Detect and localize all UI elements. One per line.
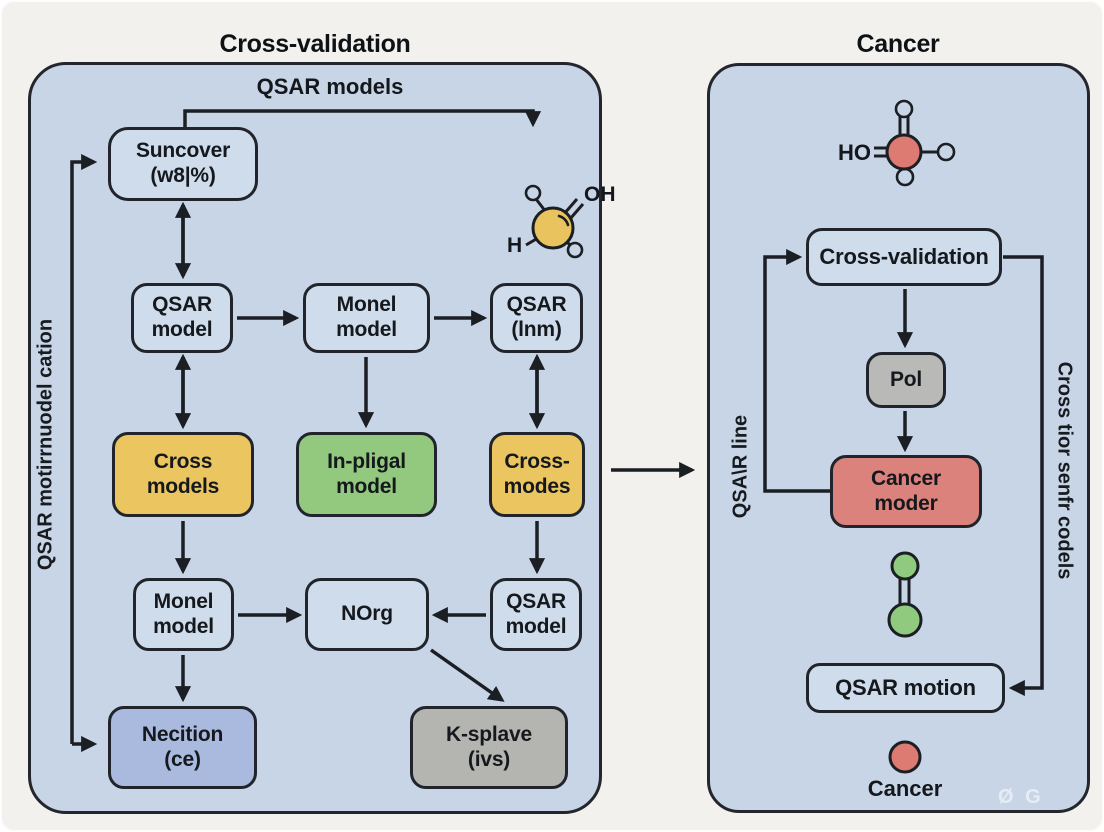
box-in-pligal-model: In-pligal model bbox=[296, 432, 437, 517]
box-label: Necition bbox=[141, 722, 224, 746]
box-label: QSAR bbox=[506, 589, 566, 613]
box-qsar-motion: QSAR motion bbox=[806, 663, 1005, 713]
box-monel-model-2: Monel model bbox=[133, 578, 234, 651]
right-panel-title: Cancer bbox=[856, 30, 940, 58]
box-pol: Pol bbox=[866, 352, 946, 408]
box-label: (ce) bbox=[164, 747, 201, 771]
watermark-logo: Ø G bbox=[998, 786, 1044, 808]
box-cross-modes: Cross- modes bbox=[489, 432, 585, 517]
box-necition: Necition (ce) bbox=[108, 706, 257, 789]
left-panel-title: Cross-validation bbox=[219, 30, 411, 58]
box-label: (w8|%) bbox=[150, 164, 216, 187]
box-label: modes bbox=[503, 474, 571, 498]
box-label: Cross- bbox=[504, 449, 570, 473]
box-label: models bbox=[146, 474, 220, 498]
box-label: model bbox=[336, 318, 397, 341]
qsar-models-label: QSAR models bbox=[256, 74, 404, 99]
left-rotated-label: QSAR motirrnuodel cation bbox=[34, 318, 57, 571]
box-label: NOrg bbox=[341, 602, 393, 626]
box-cross-validation: Cross-validation bbox=[806, 228, 1002, 286]
box-label: model bbox=[151, 318, 213, 341]
box-label: (lnm) bbox=[511, 318, 562, 341]
box-label: K-splave bbox=[446, 722, 532, 746]
box-label: model bbox=[336, 474, 397, 498]
box-label: moder bbox=[874, 491, 938, 515]
box-label: Suncover bbox=[135, 139, 231, 163]
right-rotated-label: Cross tior senfr codels bbox=[1053, 361, 1076, 580]
box-label: (ivs) bbox=[467, 747, 511, 771]
box-suncover: Suncover (w8|%) bbox=[108, 127, 258, 201]
box-label: Monel bbox=[153, 589, 214, 613]
box-label: model bbox=[153, 614, 214, 638]
box-label: QSAR bbox=[506, 293, 567, 317]
box-label: In-pligal bbox=[327, 449, 406, 473]
box-label: model bbox=[505, 614, 567, 638]
box-qsar-model-2: QSAR model bbox=[490, 578, 582, 651]
box-label: Monel bbox=[336, 293, 397, 317]
box-cross-models: Cross models bbox=[112, 432, 254, 517]
box-label: Cross bbox=[153, 449, 213, 473]
qsair-line-rotated-label: QSA\R line bbox=[729, 414, 752, 519]
box-label: QSAR bbox=[152, 293, 212, 317]
box-label: Cross-validation bbox=[819, 244, 989, 270]
box-k-splave: K-splave (ivs) bbox=[410, 706, 568, 789]
box-label: QSAR motion bbox=[835, 675, 976, 701]
box-qsar-lnm: QSAR (lnm) bbox=[490, 283, 583, 353]
box-cancer-moder: Cancer moder bbox=[830, 455, 982, 528]
box-qsar-model-1: QSAR model bbox=[131, 283, 233, 353]
box-norg: NOrg bbox=[305, 578, 429, 651]
cancer-dot-caption: Cancer bbox=[867, 776, 943, 801]
box-label: Cancer bbox=[870, 466, 941, 490]
box-monel-model-1: Monel model bbox=[303, 283, 430, 353]
box-label: Pol bbox=[889, 367, 923, 391]
